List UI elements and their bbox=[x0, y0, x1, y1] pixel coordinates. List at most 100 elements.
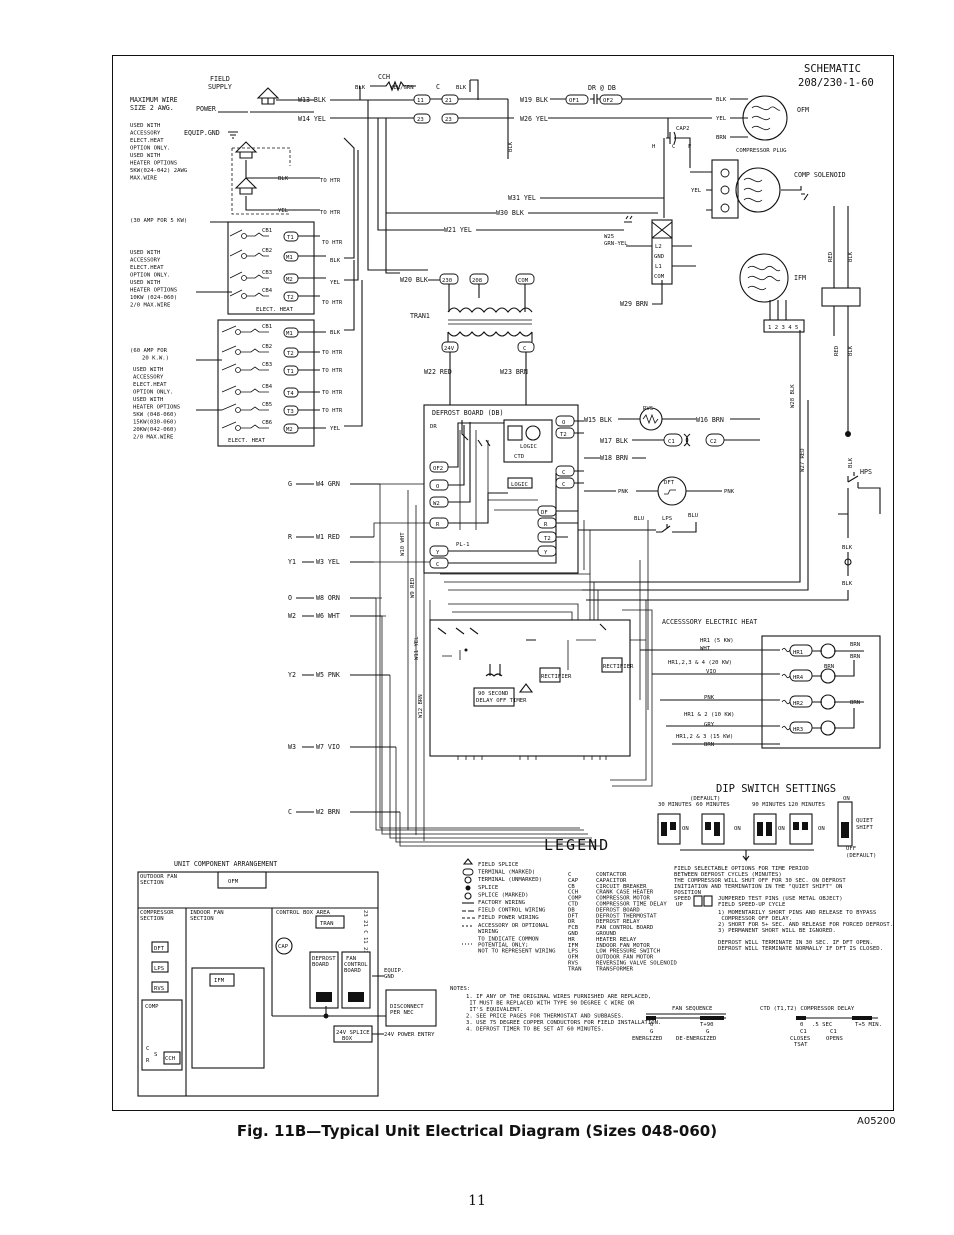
svg-text:LPS: LPS bbox=[154, 966, 164, 972]
svg-text:R: R bbox=[146, 1058, 150, 1064]
svg-text:0: 0 bbox=[650, 1022, 653, 1028]
svg-text:W9 RED: W9 RED bbox=[410, 577, 416, 598]
legend-definition: COMPRESSOR TIME DELAY bbox=[596, 902, 667, 908]
svg-text:ON: ON bbox=[843, 796, 850, 802]
svg-text:IFM: IFM bbox=[214, 978, 225, 984]
svg-text:CTD: CTD bbox=[514, 454, 525, 460]
svg-text:T2: T2 bbox=[560, 432, 567, 438]
cb-block-1: ELECT. HEAT CB1 CB2 CB3 CB4 T1 M1 M2 T2 … bbox=[196, 137, 359, 315]
legend-title: LEGEND bbox=[544, 836, 610, 854]
pnk-left: PNK bbox=[618, 489, 629, 495]
blu-left: BLU bbox=[634, 516, 644, 522]
svg-text:C: C bbox=[562, 470, 565, 476]
w14-label: W14 YEL bbox=[298, 115, 326, 123]
legend-definition: CAPACITOR bbox=[596, 878, 627, 884]
svg-text:T1: T1 bbox=[287, 369, 294, 375]
svg-text:HR1,2,3 & 4 (20 KW): HR1,2,3 & 4 (20 KW) bbox=[668, 660, 732, 666]
svg-text:CB3: CB3 bbox=[262, 270, 272, 276]
svg-text:WHT: WHT bbox=[700, 646, 711, 652]
w8-label: W8 ORN bbox=[316, 594, 340, 602]
svg-text:YEL: YEL bbox=[330, 280, 341, 286]
blk-vertical: BLK bbox=[508, 141, 514, 152]
svg-text:M1: M1 bbox=[286, 331, 293, 337]
svg-text:T+5 MIN.: T+5 MIN. bbox=[855, 1022, 882, 1028]
w29-label: W29 BRN bbox=[620, 300, 648, 308]
r-term: R bbox=[288, 533, 292, 541]
svg-text:230: 230 bbox=[442, 278, 452, 284]
svg-text:T1: T1 bbox=[287, 235, 294, 241]
svg-text:L1: L1 bbox=[655, 264, 662, 270]
svg-text:RVS: RVS bbox=[154, 986, 164, 992]
svg-text:RECTIFIER: RECTIFIER bbox=[541, 674, 572, 680]
legend-symbol-label: FIELD CONTROL WIRING bbox=[478, 908, 546, 914]
blk-label: BLK bbox=[278, 176, 289, 182]
svg-text:OF2: OF2 bbox=[433, 466, 443, 472]
legend-symbol-label: SPLICE (MARKED) bbox=[478, 892, 529, 898]
dip-30 bbox=[657, 813, 681, 845]
ctd-delay: CTD (T1,T2) COMPRESSOR DELAY 0 .5 SEC T+… bbox=[760, 1006, 882, 1048]
to-htr: TO HTR bbox=[320, 210, 341, 216]
svg-text:T2: T2 bbox=[544, 536, 551, 542]
svg-text:R: R bbox=[436, 522, 440, 528]
w21-label: W21 YEL bbox=[444, 226, 472, 234]
svg-text:24V POWER ENTRY: 24V POWER ENTRY bbox=[384, 1032, 435, 1038]
blu-right: BLU bbox=[688, 513, 698, 519]
svg-text:C: C bbox=[436, 562, 439, 568]
figure-caption: Fig. 11B—Typical Unit Electrical Diagram… bbox=[236, 1122, 718, 1140]
blk-v1: BLK bbox=[848, 251, 854, 262]
svg-text:BRN: BRN bbox=[850, 642, 860, 648]
legend-symbol-label: FIELD SPLICE bbox=[478, 862, 519, 868]
legend-abbreviation: TRAN bbox=[568, 966, 581, 972]
accessory-heat: ACCESSSORY ELECTRIC HEAT HR1 (5 KW) WHT … bbox=[640, 618, 881, 749]
svg-text:G: G bbox=[706, 1029, 710, 1035]
diagram-frame bbox=[112, 55, 894, 1111]
legend-definition: HEATER RELAY bbox=[596, 937, 637, 943]
svg-text:11: 11 bbox=[417, 98, 424, 104]
legend-symbol-label: FIELD POWER WIRING bbox=[478, 915, 539, 921]
svg-text:OFF(DEFAULT): OFF(DEFAULT) bbox=[846, 846, 876, 859]
w2-term: W2 bbox=[288, 612, 296, 620]
legend-definition: GROUND bbox=[596, 931, 617, 937]
elect-heat-box-1 bbox=[227, 221, 315, 315]
svg-text:120 MINUTES: 120 MINUTES bbox=[788, 802, 825, 808]
w15-label: W15 BLK bbox=[584, 416, 612, 424]
svg-text:C1: C1 bbox=[668, 439, 675, 445]
svg-text:DFT: DFT bbox=[154, 946, 165, 952]
svg-text:BRN: BRN bbox=[704, 742, 714, 748]
svg-text:T2: T2 bbox=[287, 351, 294, 357]
legend-abbreviation: DR bbox=[568, 919, 575, 925]
disconnect-box bbox=[385, 989, 437, 1027]
svg-text:BLK: BLK bbox=[330, 258, 341, 264]
svg-text:C: C bbox=[562, 482, 565, 488]
legend-definition: OUTDOOR FAN MOTOR bbox=[596, 955, 654, 961]
dip-60 bbox=[701, 813, 725, 845]
svg-text:GRY: GRY bbox=[704, 722, 715, 728]
cch-heater-icon bbox=[370, 80, 416, 92]
svg-text:OFM: OFM bbox=[228, 879, 239, 885]
blk-v2: BLK bbox=[848, 345, 854, 356]
svg-text:TO HTR: TO HTR bbox=[322, 240, 343, 246]
capacitor-icon bbox=[666, 131, 680, 145]
ifm-speed-tap-block bbox=[763, 319, 805, 333]
hps-label: HPS bbox=[860, 468, 872, 476]
svg-text:LOGIC: LOGIC bbox=[511, 482, 528, 488]
y1-term: Y1 bbox=[288, 558, 296, 566]
svg-text:23 21 C 11 23: 23 21 C 11 23 bbox=[362, 910, 368, 954]
figure-code: A05200 bbox=[857, 1116, 896, 1127]
compressor: COMPRESSOR PLUG YEL COMP SOLENOID bbox=[690, 148, 846, 219]
heat-title: ACCESSSORY ELECTRIC HEAT bbox=[662, 618, 757, 626]
legend-definition: CONTACTOR bbox=[596, 872, 627, 878]
svg-text:O: O bbox=[436, 484, 440, 490]
w18-label: W18 BRN bbox=[600, 454, 628, 462]
cb-block-2: ELECT. HEAT CB1 CB2 CB3 CB4 CB5 CB6 M1 T… bbox=[196, 260, 363, 447]
fan-sequence: FAN SEQUENCE 0 T+90 G G ENERGIZED DE-ENE… bbox=[632, 1006, 726, 1042]
legend-abbreviation: C bbox=[568, 872, 571, 878]
w22-label: W22 RED bbox=[424, 368, 452, 376]
